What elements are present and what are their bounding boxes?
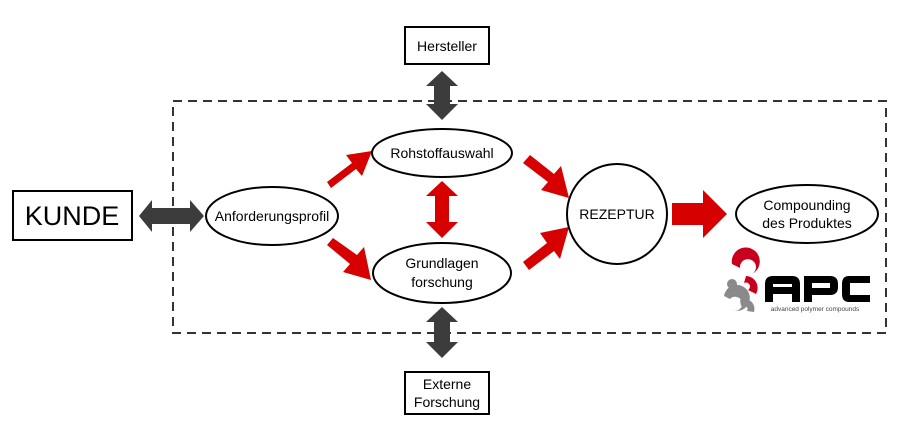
hersteller-label: Hersteller	[417, 38, 477, 54]
anforderungsprofil-ellipse	[205, 186, 339, 246]
grundlagenforschung-label-line2: forschung	[411, 274, 472, 290]
externe-forschung-node: Externe Forschung	[404, 371, 490, 415]
hersteller-node: Hersteller	[404, 26, 490, 65]
externe-forschung-label-line1: Externe	[423, 376, 471, 392]
kunde-label: KUNDE	[25, 201, 120, 231]
rezeptur-node: REZEPTUR	[566, 163, 668, 265]
hersteller-box	[404, 26, 490, 65]
rohstoff-rezeptur-flow-arrow	[523, 155, 569, 198]
rezeptur-compounding-flow-arrow	[672, 190, 727, 238]
grundlagenforschung-ellipse	[372, 242, 512, 304]
rohstoffauswahl-node: Rohstoffauswahl	[371, 128, 513, 178]
apc-logo-mark-icon	[724, 247, 760, 312]
kunde-node: KUNDE	[12, 190, 133, 241]
compounding-label-line1: Compounding	[763, 197, 850, 213]
externe-forschung-label-line2: Forschung	[414, 394, 480, 410]
rezeptur-circle	[566, 163, 668, 265]
hersteller-rohstoff-link-arrow	[426, 71, 458, 120]
kunde-anforderung-link-arrow	[139, 200, 204, 232]
grundlagen-externe-link-arrow	[426, 307, 458, 358]
grundlagenforschung-label-line1: Grundlagen	[405, 255, 478, 271]
rohstoffauswahl-ellipse	[371, 128, 513, 178]
rohstoffauswahl-label: Rohstoffauswahl	[390, 145, 493, 161]
anforderung-rohstoff-flow-arrow	[327, 151, 372, 188]
externe-forschung-box	[404, 371, 490, 415]
compounding-ellipse	[735, 184, 879, 244]
anforderungsprofil-node: Anforderungsprofil	[205, 186, 339, 246]
grundlagenforschung-node: Grundlagen forschung	[372, 242, 512, 304]
grundlagen-rezeptur-flow-arrow	[523, 227, 569, 270]
compounding-node: Compounding des Produktes	[735, 184, 879, 244]
rezeptur-label: REZEPTUR	[579, 206, 654, 222]
apc-logo-tagline: advanced polymer compounds	[771, 306, 860, 313]
kunde-box	[12, 190, 133, 241]
apc-logo-lettering	[765, 276, 870, 302]
rohstoff-grundlagen-flow-arrow	[426, 181, 458, 238]
apc-logo: advanced polymer compounds	[724, 247, 870, 313]
compounding-label-line2: des Produktes	[762, 215, 852, 231]
anforderungsprofil-label: Anforderungsprofil	[215, 208, 329, 224]
anforderung-grundlagen-flow-arrow	[327, 238, 371, 280]
